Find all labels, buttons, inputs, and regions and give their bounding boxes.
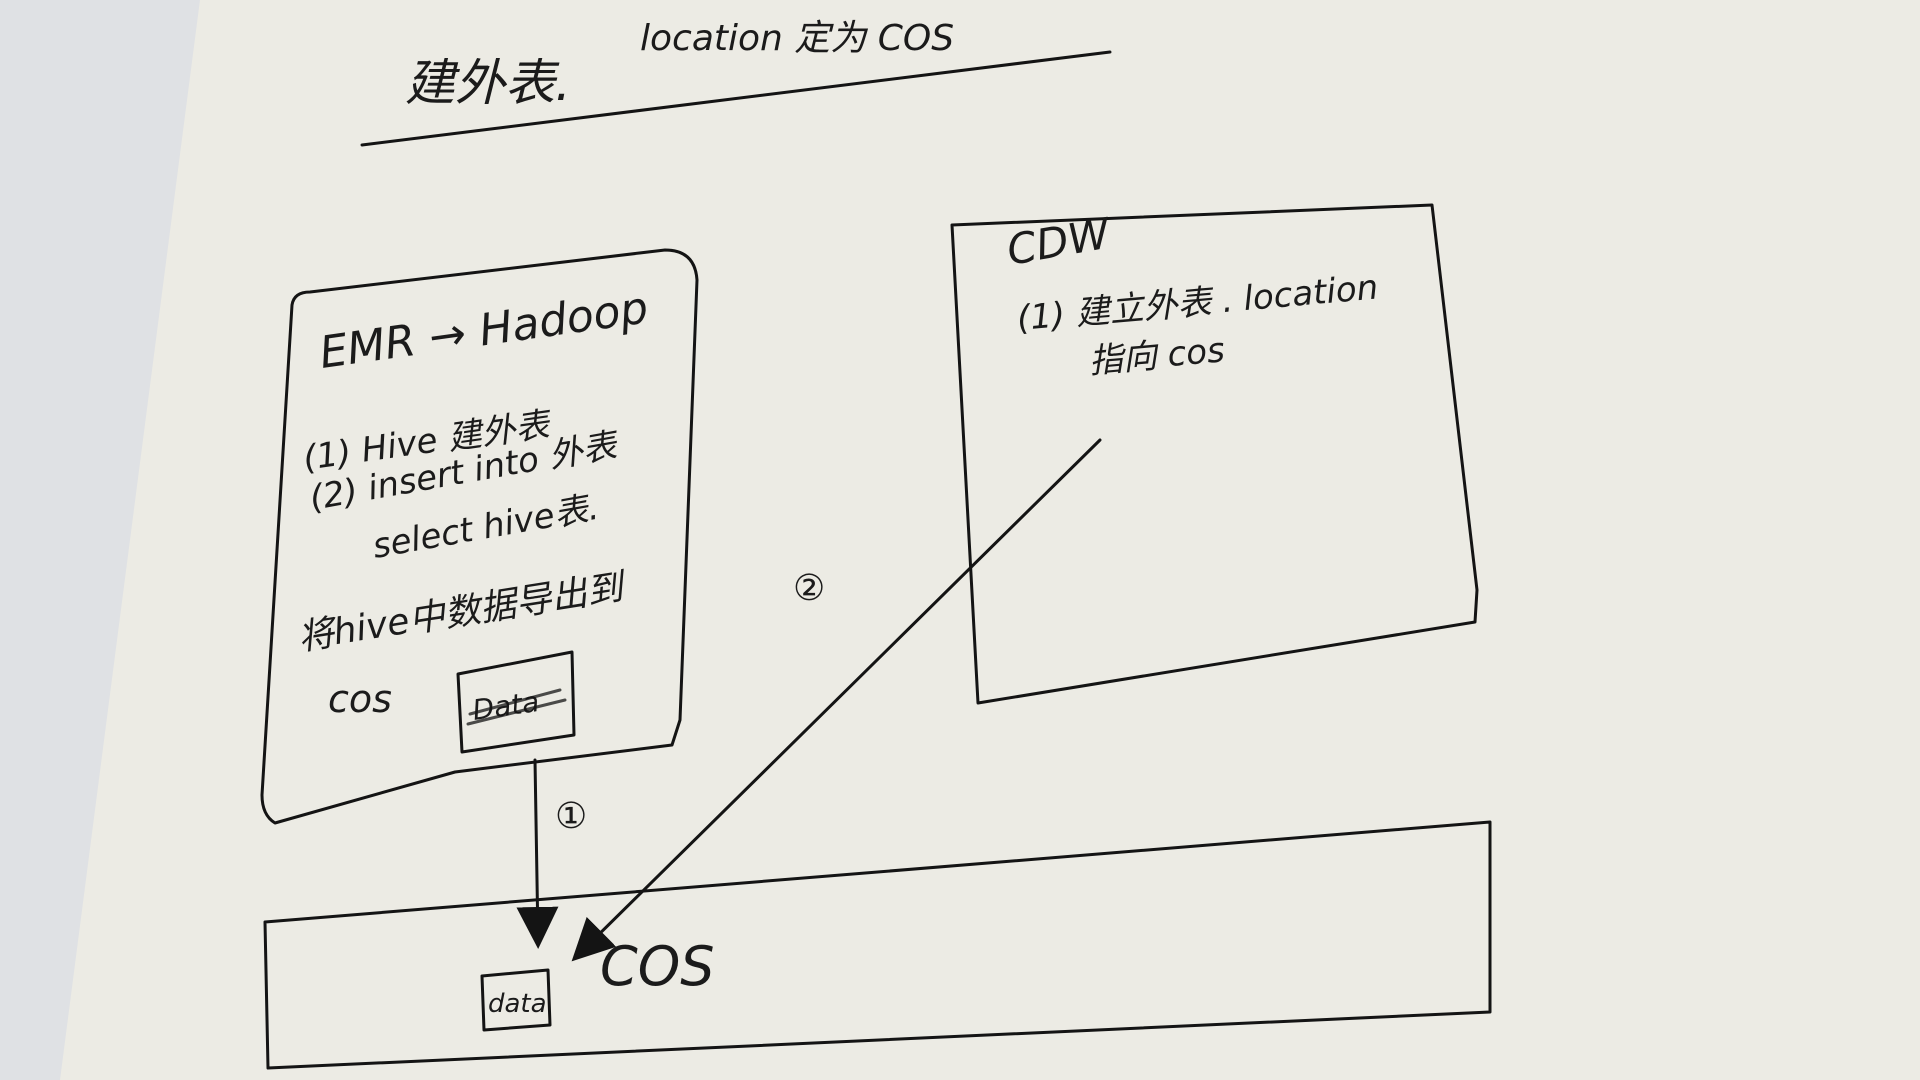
emr-data-box — [456, 650, 576, 754]
arrow-1-marker: ① — [555, 796, 587, 837]
desk-surface — [0, 0, 200, 1080]
arrow-cdw-to-cos — [571, 438, 1102, 962]
cos-data-label: data — [488, 989, 547, 1019]
cdw-box — [950, 203, 1479, 705]
cos-label: COS — [600, 935, 715, 998]
arrow-2-marker: ② — [793, 568, 825, 609]
emr-data-scribble — [466, 688, 567, 726]
emr-target-cos: cos — [328, 677, 392, 721]
title-main: 建外表. — [405, 54, 571, 112]
title-underline — [360, 50, 1112, 147]
arrow-emr-to-cos — [516, 758, 559, 949]
emr-box — [260, 248, 699, 825]
cos-data-box — [480, 968, 552, 1032]
title-note: location 定为 COS — [640, 18, 954, 59]
cos-box — [263, 820, 1492, 1070]
